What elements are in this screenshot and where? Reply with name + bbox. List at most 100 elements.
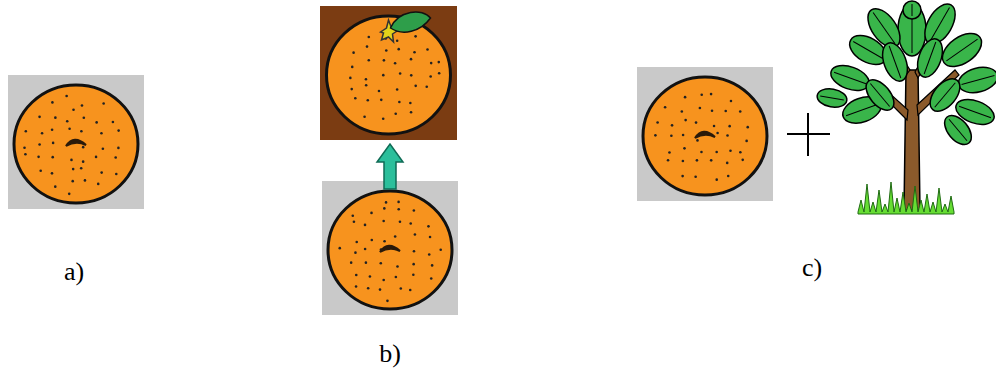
peel-dot: [383, 59, 386, 62]
peel-dot: [365, 84, 368, 87]
peel-dot: [399, 220, 402, 223]
peel-dot: [713, 125, 716, 128]
orange-navel: [695, 132, 715, 138]
peel-dot: [52, 142, 55, 145]
peel-dot: [414, 85, 417, 88]
tree-leaf: [903, 1, 921, 19]
peel-dot: [414, 35, 417, 38]
peel-dot: [51, 128, 54, 131]
peel-dot: [114, 156, 117, 159]
peel-dot: [409, 102, 412, 105]
tree-leaf: [913, 35, 947, 80]
peel-dot: [380, 99, 383, 102]
peel-dot: [696, 159, 699, 162]
peel-dot: [681, 175, 684, 178]
peel-dot: [378, 90, 381, 93]
tree-leaf: [939, 111, 976, 150]
peel-dot: [409, 289, 412, 292]
peel-dot: [95, 121, 98, 124]
peel-dot: [437, 61, 440, 64]
peel-dot: [38, 143, 41, 146]
peel-dot: [439, 249, 442, 252]
peel-dot: [681, 110, 684, 113]
peel-dot: [350, 261, 353, 264]
peel-dot: [72, 108, 75, 111]
peel-dot: [95, 156, 98, 159]
peel-dot: [410, 74, 413, 77]
peel-dot: [115, 173, 118, 176]
picture-ground: [8, 75, 144, 209]
peel-dot: [385, 49, 388, 52]
peel-dot: [710, 93, 713, 96]
peel-dot: [366, 99, 369, 102]
peel-dot: [25, 130, 28, 133]
peel-dot: [383, 240, 386, 243]
peel-dot: [51, 101, 54, 104]
peel-dot: [355, 285, 358, 288]
peel-dot: [68, 193, 71, 196]
peel-dot: [396, 39, 399, 42]
peel-dot: [350, 88, 353, 91]
peel-dot: [367, 287, 370, 290]
tree-picture: [816, 0, 996, 214]
peel-dot: [84, 179, 87, 182]
peel-dot: [745, 140, 748, 143]
orange-peel: [327, 16, 451, 134]
peel-dot: [715, 151, 718, 154]
peel-dot: [65, 95, 68, 98]
peel-dot: [396, 265, 399, 268]
peel-dot: [386, 300, 389, 303]
peel-dot: [668, 151, 671, 154]
orange-picture: [320, 6, 457, 140]
peel-dot: [430, 277, 433, 280]
peel-dot: [39, 169, 42, 172]
peel-dot: [363, 115, 366, 118]
peel-dot: [367, 59, 370, 62]
peel-dot: [726, 134, 729, 137]
peel-dot: [370, 212, 373, 215]
orange-picture: [637, 67, 773, 201]
peel-dot: [379, 288, 382, 291]
peel-dot: [112, 121, 115, 124]
up-arrow: [377, 144, 403, 189]
peel-dot: [100, 171, 103, 174]
peel-dot: [354, 251, 357, 254]
peel-dot: [71, 180, 74, 183]
peel-dot: [398, 101, 401, 104]
peel-dot: [695, 121, 698, 124]
peel-dot: [741, 159, 744, 162]
peel-dot: [100, 132, 103, 135]
orange-peel: [14, 85, 138, 203]
peel-dot: [97, 183, 100, 186]
peel-dot: [370, 239, 373, 242]
peel-dot: [399, 72, 402, 75]
peel-dot: [385, 201, 388, 204]
peel-dot: [428, 253, 431, 256]
peel-dot: [54, 116, 57, 119]
peel-dot: [355, 241, 358, 244]
peel-dot: [38, 116, 41, 119]
orange-peel: [643, 77, 767, 195]
peel-dot: [426, 48, 429, 51]
peel-dot: [430, 62, 433, 65]
peel-dot: [409, 222, 412, 225]
peel-dot: [729, 149, 732, 152]
peel-dot: [41, 132, 44, 135]
peel-dot: [739, 151, 742, 154]
peel-dot: [699, 107, 702, 110]
peel-dot: [683, 147, 686, 150]
peel-dot: [700, 93, 703, 96]
tree-leaf: [937, 27, 988, 74]
peel-dot: [431, 264, 434, 267]
peel-dot: [82, 160, 85, 163]
peel-dot: [37, 156, 40, 159]
peel-dot: [82, 146, 85, 149]
peel-dot: [70, 159, 73, 162]
peel-dot: [72, 168, 75, 171]
peel-dot: [413, 209, 416, 212]
picture-ground: [320, 6, 457, 140]
plus-sign: [787, 113, 830, 156]
peel-dot: [664, 106, 667, 109]
peel-dot: [410, 58, 413, 61]
